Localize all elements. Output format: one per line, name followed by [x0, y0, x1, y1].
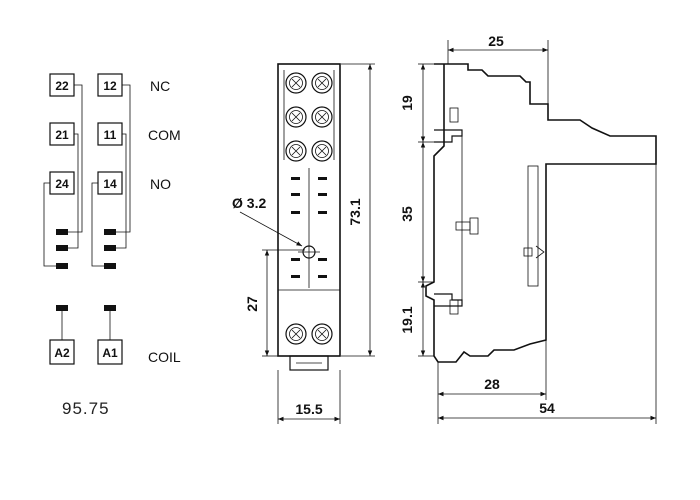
- terminal-22-label: 22: [55, 79, 69, 93]
- nc-label: NC: [150, 78, 170, 94]
- terminal-11-label: 11: [104, 128, 117, 142]
- terminal-a1-box: [97, 339, 123, 365]
- model-number: 95.75: [62, 399, 110, 418]
- screw-terminals-top: [285, 72, 333, 162]
- terminal-a2-box: [49, 339, 75, 365]
- wiring-lines: [43, 84, 131, 267]
- front-view: Ø 3.2 73.1 27 15.5: [232, 63, 375, 424]
- terminal-12-label: 12: [103, 79, 117, 93]
- din-clip: [289, 355, 329, 371]
- terminal-a2-label: A2: [54, 346, 70, 360]
- terminal-a1-label: A1: [102, 346, 118, 360]
- inner-width-dimension: 28: [484, 376, 500, 392]
- contact-slots: [291, 177, 327, 278]
- mid-height-dimension: 35: [399, 206, 415, 222]
- hole-diameter-label: Ø 3.2: [232, 195, 266, 211]
- contact-pads: [56, 229, 116, 269]
- lower-height-dimension: 27: [244, 296, 260, 312]
- width-dimension: 15.5: [295, 401, 322, 417]
- height-dimension: 73.1: [347, 198, 363, 225]
- terminal-21-label: 21: [55, 128, 69, 142]
- com-label: COM: [148, 127, 181, 143]
- terminal-14-label: 14: [103, 177, 117, 191]
- coil-label: COIL: [148, 349, 181, 365]
- side-body-outline: [425, 63, 657, 363]
- side-view: 25 19 35 19.1 28 54: [399, 33, 657, 424]
- top-width-dimension: 25: [488, 33, 504, 49]
- no-label: NO: [150, 176, 171, 192]
- wiring-schematic: 22 12 21 11 24 14: [43, 73, 181, 418]
- total-width-dimension: 54: [539, 400, 555, 416]
- coil-pads: [56, 305, 116, 311]
- screw-terminals-bottom: [285, 323, 333, 345]
- terminal-24-label: 24: [55, 177, 69, 191]
- upper-height-dimension: 19: [399, 95, 415, 111]
- lower-height-dimension-side: 19.1: [399, 306, 415, 333]
